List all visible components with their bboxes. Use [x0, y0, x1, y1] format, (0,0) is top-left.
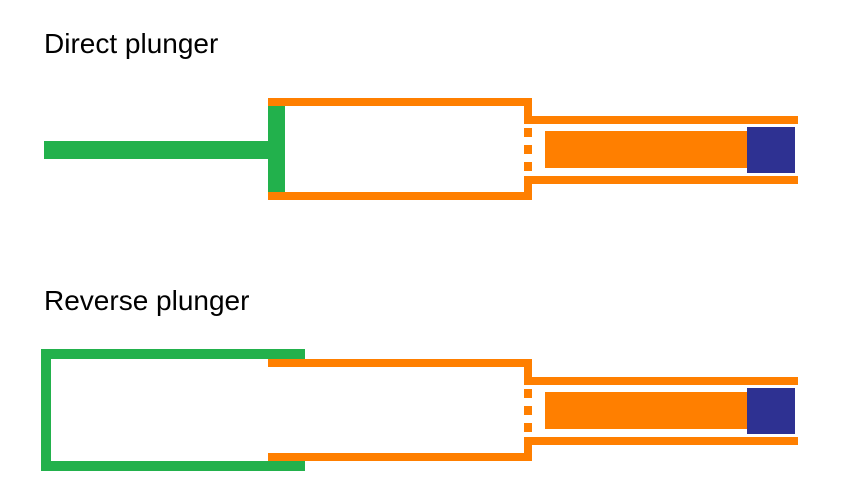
direct-plunger-title: Direct plunger: [44, 28, 219, 59]
reverse-nozzle-tube: [524, 377, 798, 445]
reverse-tip: [747, 388, 795, 434]
reverse-plunger-assembly: [41, 349, 798, 471]
direct-plunger-head: [268, 102, 285, 196]
direct-plunger-assembly: [44, 98, 798, 200]
direct-plunger-rod: [44, 141, 276, 159]
direct-tip: [747, 127, 795, 173]
reverse-plunger-frame: [41, 349, 305, 471]
direct-nozzle-tube: [524, 116, 798, 184]
reverse-plunger-title: Reverse plunger: [44, 285, 250, 316]
direct-barrel: [268, 98, 532, 200]
direct-inner-rod: [545, 131, 750, 168]
reverse-barrel: [268, 359, 532, 461]
reverse-inner-rod: [545, 392, 750, 429]
